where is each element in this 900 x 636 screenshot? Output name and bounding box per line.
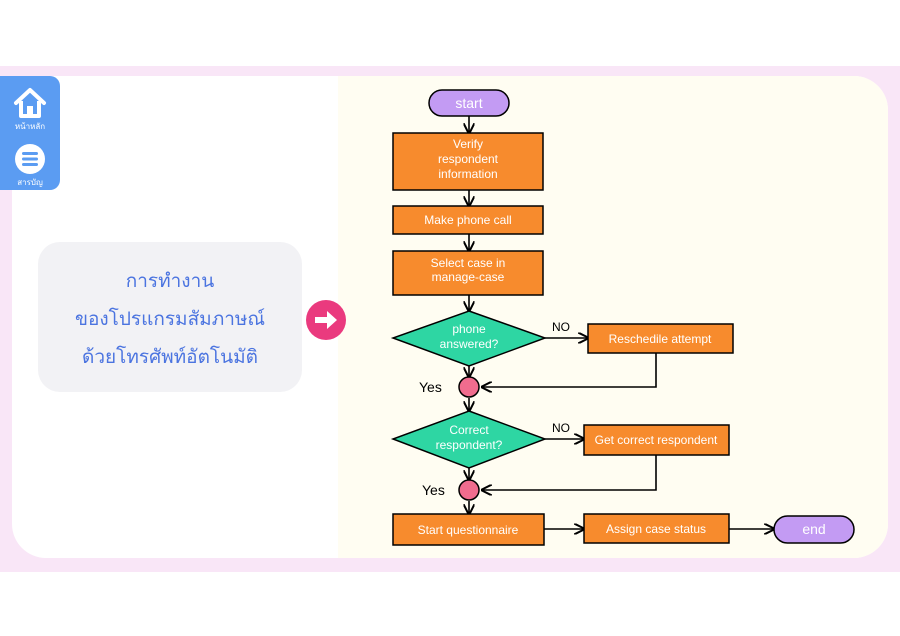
decision-answered-label-1: phone (452, 322, 486, 336)
make-call-node: Make phone call (392, 205, 544, 235)
select-case-label-1: Select case in (431, 256, 506, 270)
title-line-2: ของโปรแกรมสัมภาษณ์ (74, 308, 266, 330)
menu-label: สารบัญ (17, 178, 43, 187)
no-label-1: NO (552, 320, 570, 334)
yes-label-1: Yes (419, 379, 442, 395)
home-icon (14, 88, 46, 118)
reschedule-label: Reschedile attempt (609, 332, 712, 346)
start-label: start (455, 95, 482, 111)
join-connector-1 (458, 376, 480, 398)
sidebar: หน้าหลัก สารบัญ (0, 76, 60, 190)
get-correct-node: Get correct respondent (583, 424, 730, 456)
menu-icon (15, 144, 45, 174)
arrow-getcorrect-back (482, 455, 657, 490)
verify-label-2: respondent (438, 152, 499, 166)
select-case-node: Select case in manage-case (392, 250, 544, 296)
correct-respondent-decision: Correct respondent? (390, 410, 548, 469)
join-connector-2 (458, 479, 480, 501)
flow-arrows (469, 116, 774, 529)
title-line-1: การทำงาน (125, 270, 215, 292)
decision-correct-label-1: Correct (449, 423, 489, 437)
title-line-3: ด้วยโทรศัพท์อัตโนมัติ (82, 346, 258, 368)
title-card: การทำงาน ของโปรแกรมสัมภาษณ์ ด้วยโทรศัพท์… (38, 242, 302, 392)
next-arrow-button[interactable] (306, 300, 346, 340)
no-label-2: NO (552, 421, 570, 435)
home-button[interactable]: หน้าหลัก (0, 80, 60, 136)
get-correct-label: Get correct respondent (595, 433, 718, 447)
decision-correct-label-2: respondent? (436, 438, 503, 452)
start-node: start (428, 89, 510, 117)
start-questionnaire-label: Start questionnaire (418, 523, 519, 537)
decision-answered-label-2: answered? (440, 337, 499, 351)
verify-label-1: Verify (453, 137, 483, 151)
select-case-label-2: manage-case (432, 270, 505, 284)
assign-status-node: Assign case status (583, 513, 730, 544)
menu-button[interactable]: สารบัญ (0, 136, 60, 192)
phone-answered-decision: phone answered? (390, 310, 548, 367)
arrow-reschedule-back (482, 353, 657, 387)
reschedule-node: Reschedile attempt (587, 323, 734, 354)
verify-label-3: information (438, 167, 497, 181)
end-label: end (802, 521, 825, 537)
assign-status-label: Assign case status (606, 522, 706, 536)
verify-node: Verify respondent information (392, 132, 544, 191)
home-label: หน้าหลัก (14, 122, 46, 131)
end-node: end (773, 515, 855, 544)
yes-label-2: Yes (422, 482, 445, 498)
start-questionnaire-node: Start questionnaire (392, 513, 545, 546)
arrow-right-icon (315, 311, 337, 329)
make-call-label: Make phone call (424, 213, 511, 227)
